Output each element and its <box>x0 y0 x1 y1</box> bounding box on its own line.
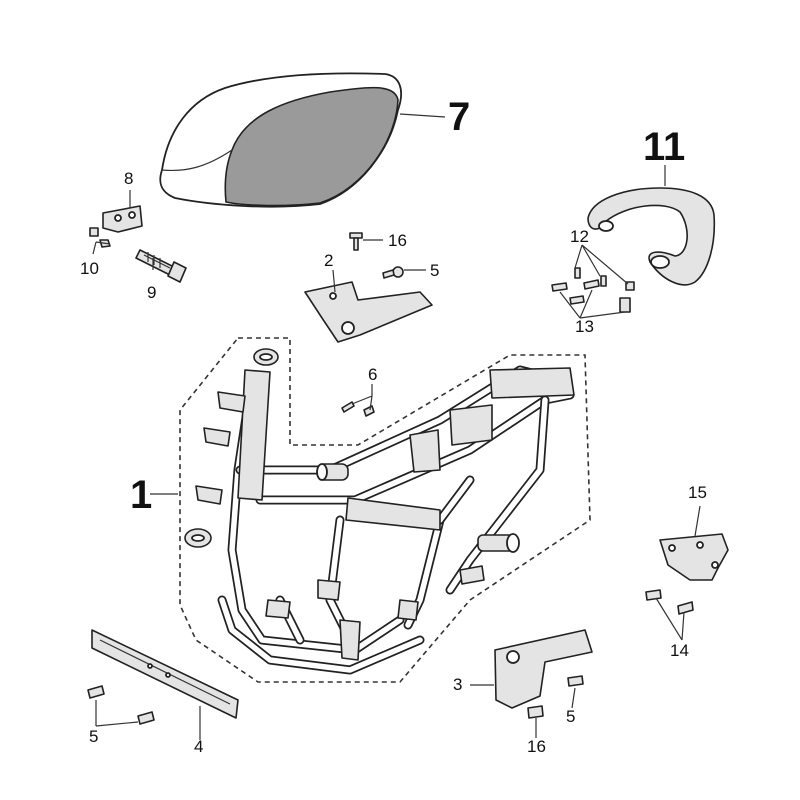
callout-14: 14 <box>670 641 689 660</box>
callout-12: 12 <box>570 227 589 246</box>
callout-9: 9 <box>147 283 156 302</box>
crossbar <box>91 629 239 719</box>
steering-bearings <box>184 348 279 548</box>
callout-6: 6 <box>368 365 377 384</box>
callout-4: 4 <box>194 737 203 756</box>
callout-5-upper: 5 <box>430 261 439 280</box>
engine-mount-bushing-upper <box>316 463 349 481</box>
engine-mount-bushing-lower <box>477 533 520 553</box>
screw-16-upper <box>349 232 363 251</box>
callout-1: 1 <box>130 473 152 517</box>
callout-16-lower: 16 <box>527 737 546 756</box>
bolts-12-13 <box>551 267 635 313</box>
callout-15: 15 <box>688 483 707 502</box>
seat <box>159 72 402 208</box>
screws-near-cover-3 <box>527 675 584 719</box>
screws-5-lower-left <box>87 685 155 725</box>
grab-handle <box>587 187 716 286</box>
frame-group-outline <box>179 337 591 683</box>
seat-hinge-bracket <box>102 205 143 233</box>
callout-16-upper: 16 <box>388 231 407 250</box>
callout-5-lower-right: 5 <box>566 707 575 726</box>
callout-7: 7 <box>448 95 470 139</box>
callout-13: 13 <box>575 317 594 336</box>
callout-8: 8 <box>124 169 133 188</box>
fasteners-6 <box>341 401 375 417</box>
screw-5-upper <box>382 266 404 279</box>
cover-2 <box>304 281 433 343</box>
main-frame <box>195 365 575 675</box>
callout-3: 3 <box>453 675 462 694</box>
leader-lines <box>92 113 701 740</box>
callout-10: 10 <box>80 259 99 278</box>
screws-14 <box>645 589 694 615</box>
callout-11: 11 <box>643 125 685 169</box>
hinge-bolt <box>135 249 187 283</box>
clamp-bracket <box>659 533 729 581</box>
callout-5-lower-left: 5 <box>89 727 98 746</box>
cover-3 <box>494 629 593 709</box>
callout-2: 2 <box>324 251 333 270</box>
